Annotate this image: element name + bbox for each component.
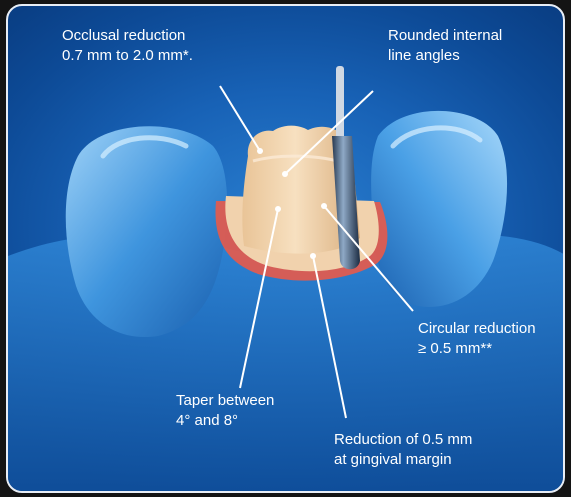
circular-reduction-line1: Circular reduction [418, 319, 536, 339]
gingival-margin-line1: Reduction of 0.5 mm [334, 430, 472, 450]
gingival-margin-label: Reduction of 0.5 mm at gingival margin [334, 430, 472, 470]
occlusal-reduction-line1: Occlusal reduction [62, 26, 193, 46]
occlusal-reduction-line2: 0.7 mm to 2.0 mm*. [62, 46, 193, 66]
taper-line2: 4° and 8° [176, 411, 274, 431]
occlusal-reduction-label: Occlusal reduction 0.7 mm to 2.0 mm*. [62, 26, 193, 66]
left-tooth [66, 126, 227, 337]
rounded-line-angles-label: Rounded internal line angles [388, 26, 502, 66]
gingival-margin-line2: at gingival margin [334, 450, 472, 470]
rounded-line-angles-line2: line angles [388, 46, 502, 66]
illustration-frame: Occlusal reduction 0.7 mm to 2.0 mm*. Ro… [6, 4, 565, 493]
circular-reduction-label: Circular reduction ≥ 0.5 mm** [418, 319, 536, 359]
taper-line1: Taper between [176, 391, 274, 411]
rounded-line-angles-line1: Rounded internal [388, 26, 502, 46]
taper-label: Taper between 4° and 8° [176, 391, 274, 431]
dental-preparation-illustration [8, 6, 565, 493]
circular-reduction-line2: ≥ 0.5 mm** [418, 339, 536, 359]
